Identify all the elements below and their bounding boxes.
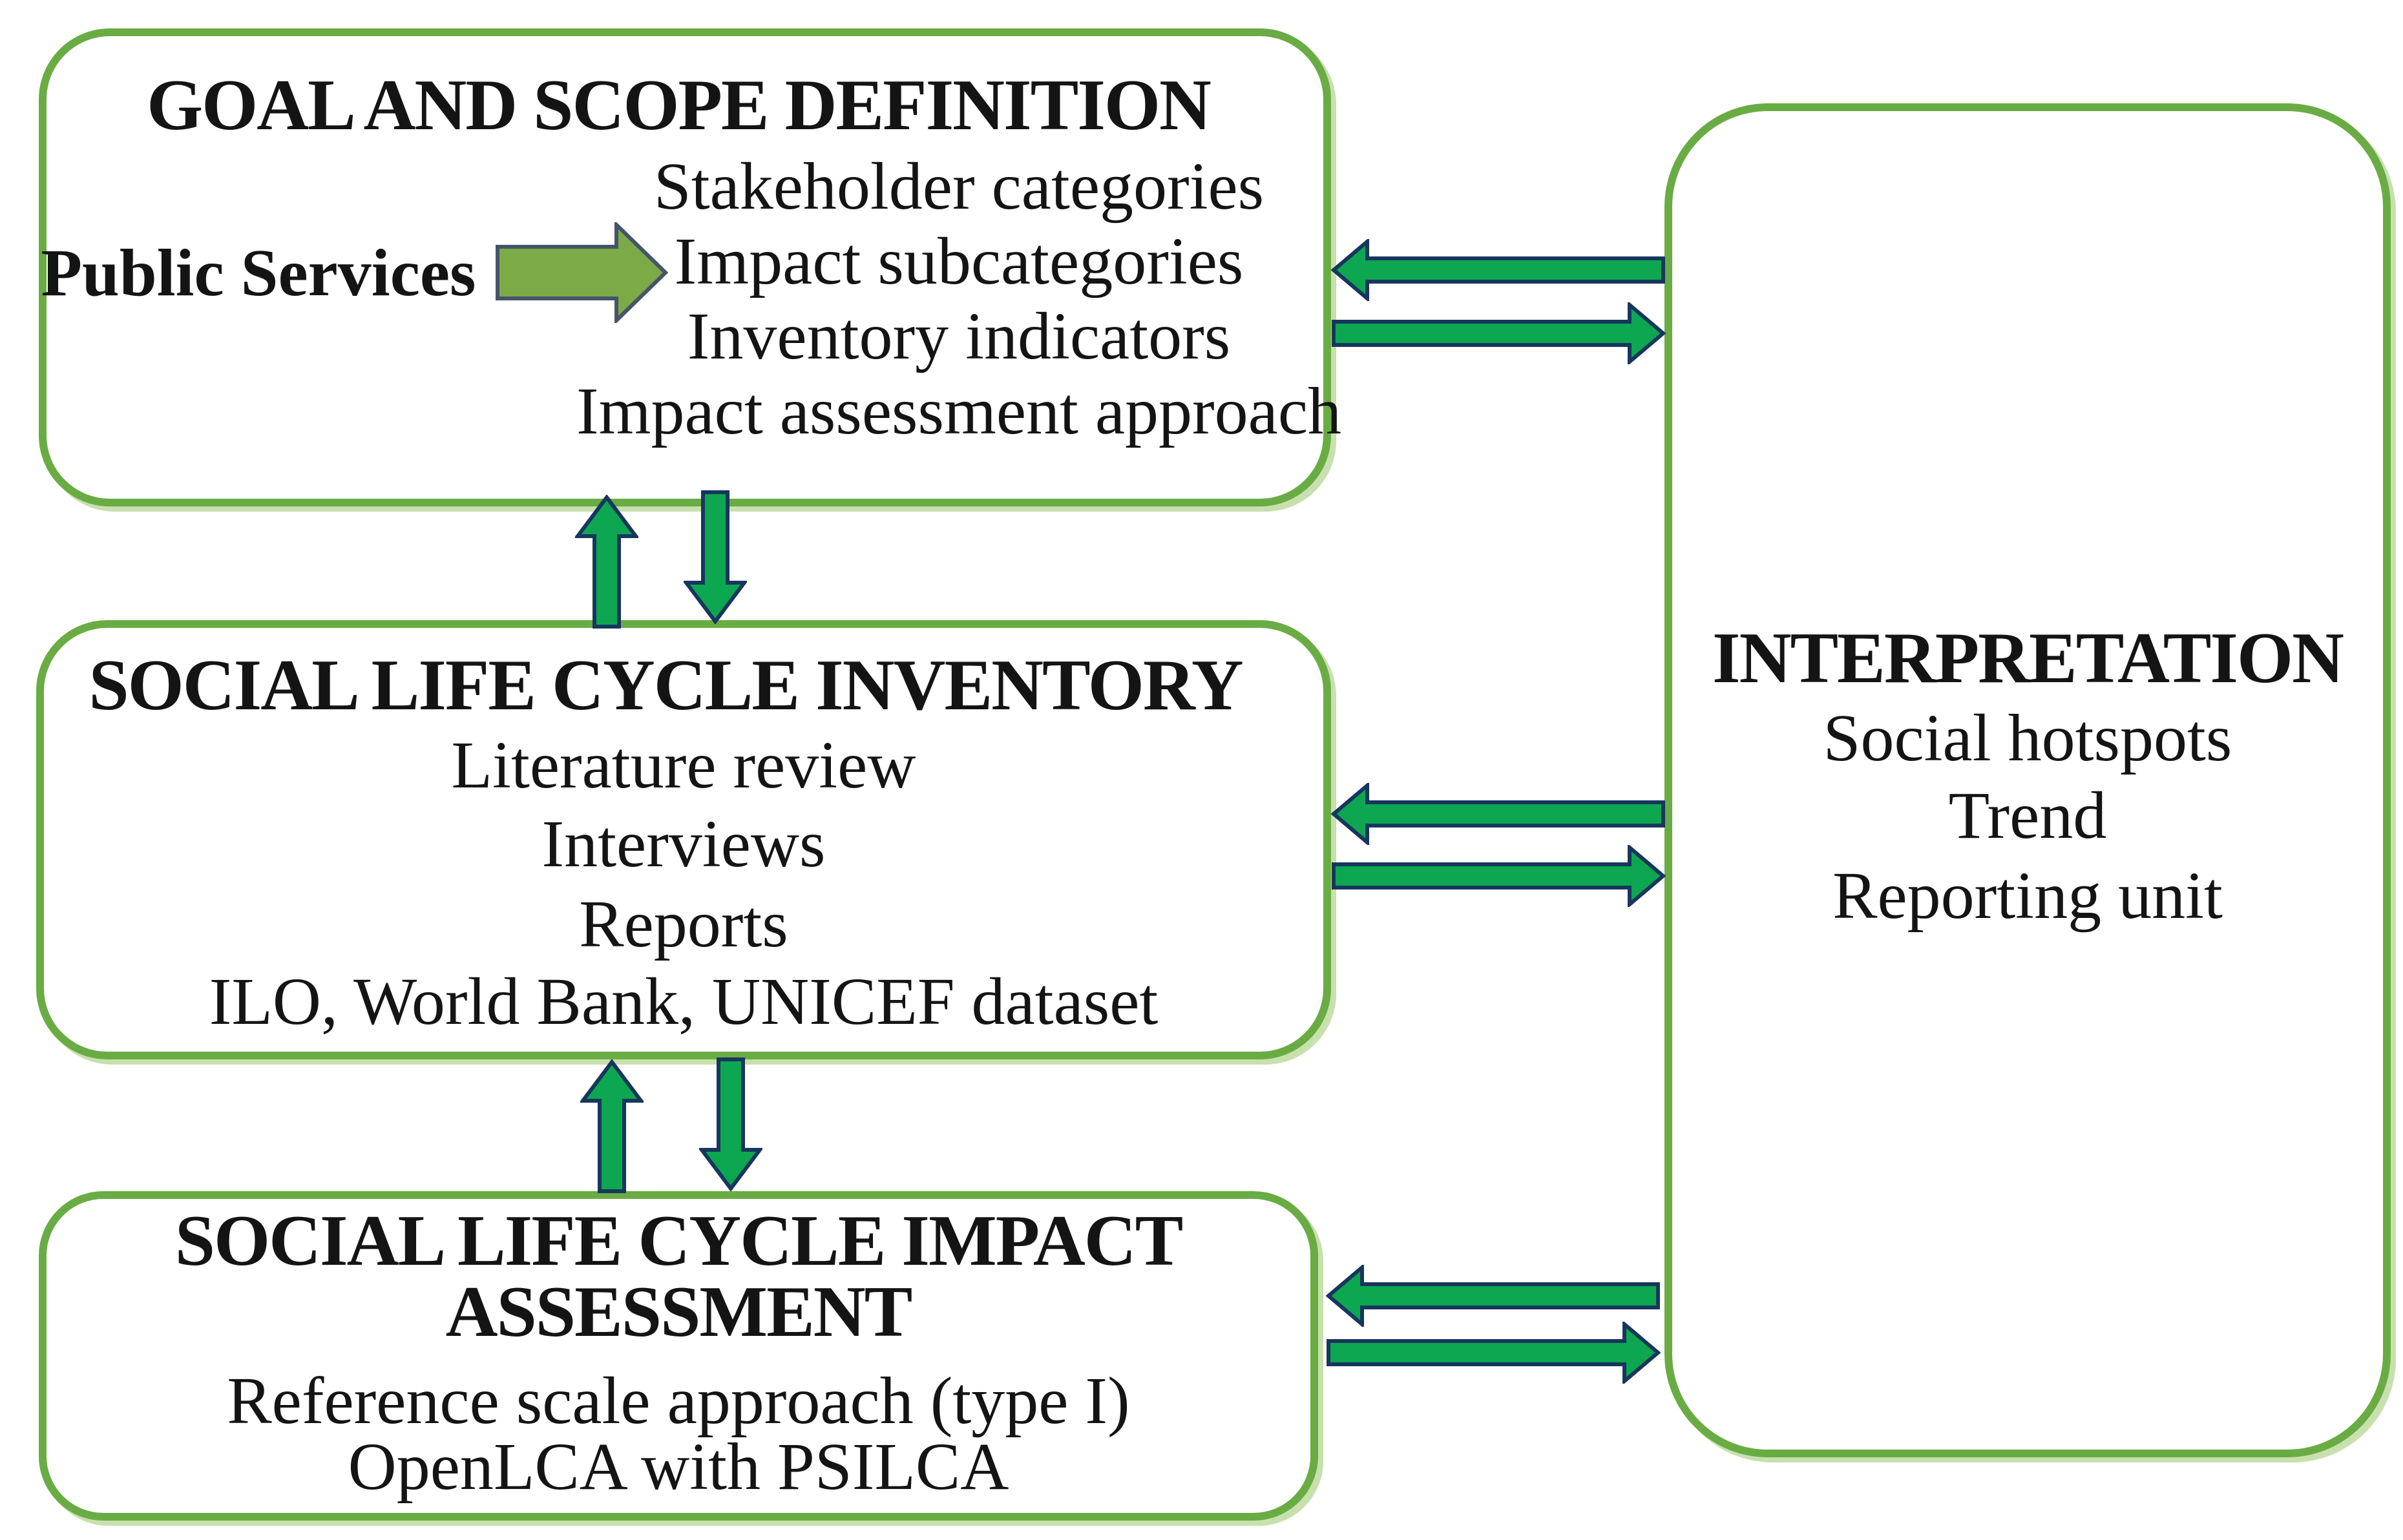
public-services-label: Public Services: [41, 237, 476, 311]
up-arrow-icon: [580, 1059, 644, 1193]
goal-item: Impact subcategories: [674, 225, 1244, 299]
left-arrow-icon: [1331, 783, 1665, 845]
goal-item: Stakeholder categories: [653, 151, 1264, 224]
goal-item: Impact assessment approach: [576, 375, 1342, 449]
interpretation-box: [1664, 103, 2391, 1457]
right-arrow-icon: [1327, 1322, 1661, 1384]
right-arrow-icon: [1332, 845, 1666, 907]
impact-box-title-line1: SOCIAL LIFE CYCLE IMPACT: [174, 1202, 1184, 1282]
interpretation-item: Social hotspots: [1823, 702, 2232, 776]
down-arrow-icon: [699, 1057, 762, 1191]
impact-item: Reference scale approach (type I): [227, 1365, 1130, 1439]
inventory-item: Interviews: [541, 808, 826, 882]
down-arrow-icon: [684, 490, 747, 624]
left-arrow-icon: [1326, 1265, 1660, 1327]
public-services-right-arrow-icon: [496, 222, 668, 323]
goal-item: Inventory indicators: [687, 300, 1231, 374]
interpretation-item: Reporting unit: [1832, 860, 2223, 933]
goal-and-scope-box: [39, 28, 1331, 506]
social-life-cycle-impact-assessment-box: [39, 1191, 1318, 1521]
impact-box-title-line2: ASSESSMENT: [445, 1273, 913, 1353]
up-arrow-icon: [575, 495, 638, 629]
social-life-cycle-inventory-box: [36, 620, 1331, 1059]
interpretation-item: Trend: [1948, 780, 2107, 853]
inventory-item: Reports: [579, 888, 788, 962]
inventory-box-title: SOCIAL LIFE CYCLE INVENTORY: [89, 646, 1243, 726]
interpretation-box-title: INTERPRETATION: [1712, 619, 2344, 699]
inventory-item: Literature review: [451, 729, 916, 803]
goal-box-title: GOAL AND SCOPE DEFINITION: [147, 66, 1212, 146]
inventory-item: ILO, World Bank, UNICEF dataset: [209, 966, 1159, 1039]
left-arrow-icon: [1331, 239, 1665, 301]
right-arrow-icon: [1332, 302, 1666, 364]
impact-item: OpenLCA with PSILCA: [348, 1431, 1009, 1504]
